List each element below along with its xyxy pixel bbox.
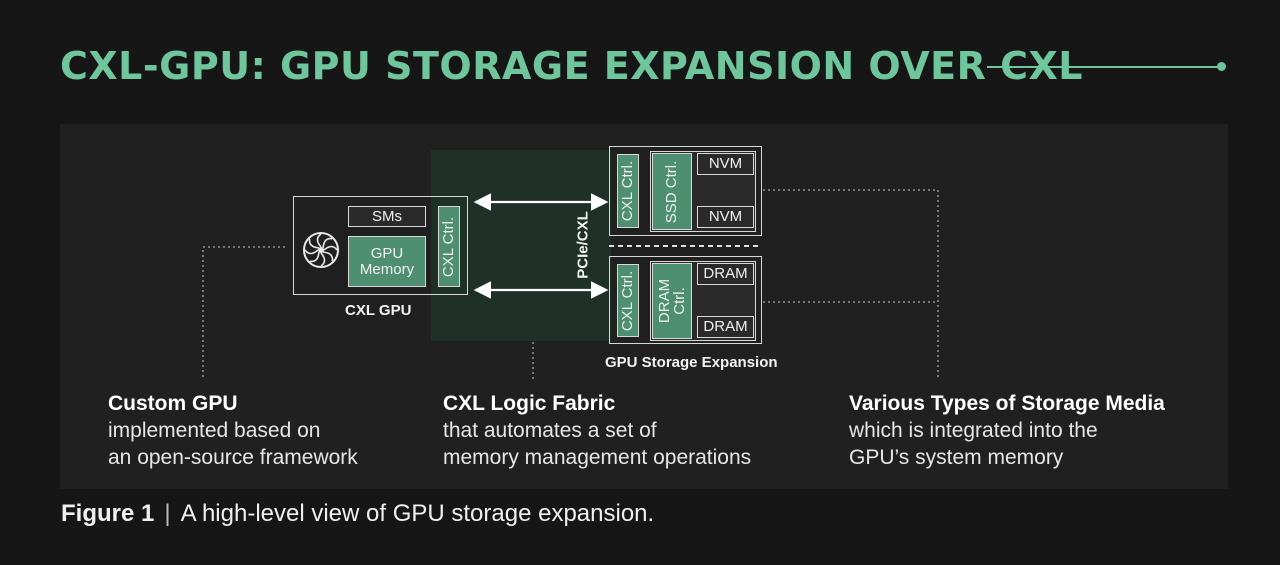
- figure-text: A high-level view of GPU storage expansi…: [180, 500, 655, 527]
- dram-cxl-ctrl-block: CXL Ctrl.: [617, 264, 639, 337]
- cxl-gpu-box: [293, 196, 468, 295]
- fan-icon: [303, 232, 339, 268]
- dram-ctrl-chip: DRAM Ctrl.: [652, 263, 692, 339]
- dram-chip-top: DRAM: [697, 263, 754, 285]
- caption-custom-gpu-head: Custom GPU: [108, 392, 238, 415]
- sms-block: SMs: [348, 206, 426, 227]
- dram-expansion-box: [609, 256, 762, 344]
- sms-label: SMs: [372, 207, 402, 225]
- caption-storage-media-line2: GPU’s system memory: [849, 446, 1064, 469]
- figure-label: Figure 1: [61, 500, 155, 527]
- caption-custom-gpu-line2: an open-source framework: [108, 446, 358, 469]
- dram-chip-bottom: DRAM: [697, 316, 754, 338]
- gpu-cxl-ctrl-block: CXL Ctrl.: [438, 206, 460, 287]
- nvm-cxl-ctrl-block: CXL Ctrl.: [617, 154, 639, 228]
- caption-cxl-logic-fabric: CXL Logic Fabric that automates a set of…: [443, 390, 751, 471]
- figure-separator: |: [164, 500, 171, 527]
- gpu-storage-expansion-label: GPU Storage Expansion: [605, 354, 778, 371]
- caption-storage-media-line1: which is integrated into the: [849, 419, 1098, 442]
- gpu-memory-label-line2: Memory: [359, 260, 415, 278]
- nvm-bottom-label: NVM: [708, 208, 743, 225]
- caption-storage-media-head: Various Types of Storage Media: [849, 392, 1165, 415]
- gpu-leader-line: [202, 246, 285, 380]
- dram-bottom-label: DRAM: [703, 318, 748, 335]
- storage-leader-line-top: [763, 189, 939, 378]
- nvm-expansion-box: [609, 146, 762, 236]
- cxl-logic-fabric-area: [431, 150, 611, 341]
- figure-caption: Figure 1 | A high-level view of GPU storag…: [61, 500, 654, 528]
- gpu-memory-label-line1: GPU: [370, 244, 404, 262]
- title-rule-dot: [1217, 62, 1226, 71]
- caption-custom-gpu: Custom GPU implemented based on an open-…: [108, 390, 358, 471]
- gpu-memory-block: GPU Memory: [348, 236, 426, 287]
- caption-cxl-logic-fabric-line1: that automates a set of: [443, 419, 657, 442]
- dram-top-label: DRAM: [703, 265, 748, 282]
- ssd-ctrl-chip: SSD Ctrl.: [652, 153, 692, 230]
- page-title: CXL-GPU: GPU STORAGE EXPANSION OVER CXL: [60, 44, 1083, 88]
- caption-cxl-logic-fabric-line2: memory management operations: [443, 446, 752, 469]
- nvm-top-label: NVM: [708, 155, 743, 172]
- nvm-chip-bottom: NVM: [697, 206, 754, 228]
- cxl-gpu-label: CXL GPU: [345, 302, 412, 319]
- title-rule: [987, 66, 1220, 68]
- nvm-chip-top: NVM: [697, 153, 754, 175]
- diagram-panel: [60, 124, 1228, 489]
- caption-cxl-logic-fabric-head: CXL Logic Fabric: [443, 392, 616, 415]
- caption-storage-media: Various Types of Storage Media which is …: [849, 390, 1165, 471]
- caption-custom-gpu-line1: implemented based on: [108, 419, 321, 442]
